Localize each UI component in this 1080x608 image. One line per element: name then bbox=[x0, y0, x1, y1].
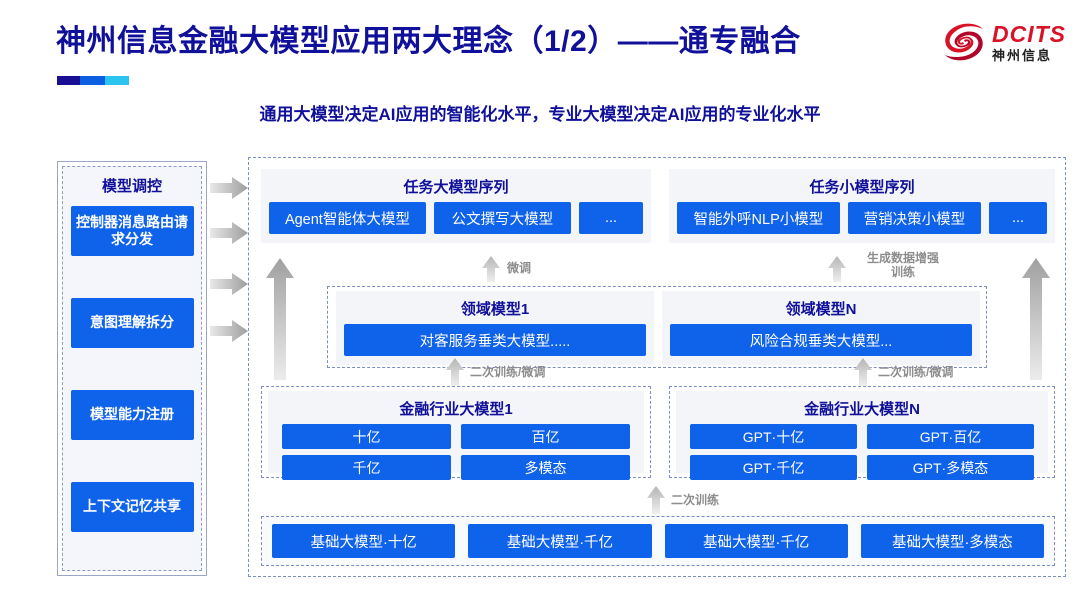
control-item-context[interactable]: 上下文记忆共享 bbox=[70, 482, 194, 532]
flow-arrow-up-finetune bbox=[481, 256, 501, 282]
arrow-label-retrain-finetune-right: 二次训练/微调 bbox=[878, 365, 954, 379]
task-big-model-title: 任务大模型序列 bbox=[403, 179, 509, 196]
base-model-container: 基础大模型·十亿 基础大模型·千亿 基础大模型·千亿 基础大模型·多模态 bbox=[261, 516, 1055, 566]
domain-model-n-panel: 领域模型N 风险合规垂类大模型... bbox=[662, 291, 980, 365]
logo-text-en: DCITS bbox=[992, 20, 1066, 47]
task-big-model-panel: 任务大模型序列 Agent智能体大模型 公文撰写大模型 ... bbox=[261, 169, 651, 243]
accent-seg-3 bbox=[104, 76, 129, 85]
arrow-label-gen-data-aug-text: 生成数据增强 训练 bbox=[866, 251, 939, 280]
domain-model-n-bar[interactable]: 风险合规垂类大模型... bbox=[670, 324, 972, 356]
task-big-model-chips: Agent智能体大模型 公文撰写大模型 ... bbox=[261, 202, 651, 243]
industry-model-n-grid: GPT·十亿 GPT·百亿 GPT·千亿 GPT·多模态 bbox=[676, 424, 1048, 480]
architecture-container: 任务大模型序列 Agent智能体大模型 公文撰写大模型 ... 任务小模型序列 … bbox=[248, 157, 1066, 577]
task-small-model-chips: 智能外呼NLP小模型 营销决策小模型 ... bbox=[669, 202, 1055, 243]
arrow-label-finetune: 微调 bbox=[507, 261, 532, 275]
flow-arrow-up-retrain-right bbox=[853, 358, 873, 386]
control-item-registry[interactable]: 模型能力注册 bbox=[70, 390, 194, 440]
flow-arrow-up-retrain-left bbox=[445, 358, 465, 386]
task-big-chip-agent[interactable]: Agent智能体大模型 bbox=[269, 202, 426, 234]
task-small-chip-more[interactable]: ... bbox=[989, 202, 1047, 234]
industry-1-cell-multimodal[interactable]: 多模态 bbox=[461, 455, 630, 480]
industry-n-cell-gpt-shiyi[interactable]: GPT·十亿 bbox=[690, 424, 857, 449]
task-big-chip-more[interactable]: ... bbox=[579, 202, 643, 234]
control-panel: 模型调控 控制器消息路由请求分发 意图理解拆分 模型能力注册 上下文记忆共享 bbox=[57, 161, 207, 576]
control-item-intent[interactable]: 意图理解拆分 bbox=[70, 298, 194, 348]
page-subtitle: 通用大模型决定AI应用的智能化水平，专业大模型决定AI应用的专业化水平 bbox=[259, 105, 821, 124]
logo-text-cn: 神州信息 bbox=[992, 47, 1053, 63]
flow-arrow-up-right-tall bbox=[1021, 258, 1051, 380]
domain-model-1-bar[interactable]: 对客服务垂类大模型..... bbox=[344, 324, 646, 356]
domain-model-1-panel: 领域模型1 对客服务垂类大模型..... bbox=[336, 291, 654, 365]
swirl-logo-icon bbox=[942, 20, 986, 64]
accent-seg-1 bbox=[57, 76, 81, 85]
flow-arrow-right-1 bbox=[210, 177, 248, 199]
industry-model-1-panel: 金融行业大模型1 十亿 百亿 千亿 多模态 bbox=[268, 391, 644, 480]
page-title: 神州信息金融大模型应用两大理念（1/2）——通专融合 bbox=[56, 25, 801, 58]
flow-arrow-up-retrain-base bbox=[646, 486, 666, 514]
industry-n-cell-gpt-qianyi[interactable]: GPT·千亿 bbox=[690, 455, 857, 480]
industry-model-n-container: 金融行业大模型N GPT·十亿 GPT·百亿 GPT·千亿 GPT·多模态 bbox=[669, 386, 1055, 480]
base-chip-shiyi[interactable]: 基础大模型·十亿 bbox=[272, 524, 456, 558]
logo-text: DCITS 神州信息 bbox=[992, 20, 1066, 63]
industry-n-cell-gpt-multimodal[interactable]: GPT·多模态 bbox=[867, 455, 1034, 480]
flow-arrow-right-3 bbox=[210, 273, 248, 295]
industry-1-cell-baiyi[interactable]: 百亿 bbox=[461, 424, 630, 449]
base-chip-qianyi-1[interactable]: 基础大模型·千亿 bbox=[468, 524, 652, 558]
domain-model-n-title: 领域模型N bbox=[785, 301, 857, 318]
domain-model-container: 领域模型1 对客服务垂类大模型..... 领域模型N 风险合规垂类大模型... bbox=[327, 286, 987, 368]
flow-arrow-up-gen-data bbox=[827, 256, 847, 282]
control-panel-title: 模型调控 bbox=[101, 178, 162, 195]
industry-model-1-grid: 十亿 百亿 千亿 多模态 bbox=[268, 424, 644, 480]
industry-model-n-panel: 金融行业大模型N GPT·十亿 GPT·百亿 GPT·千亿 GPT·多模态 bbox=[676, 391, 1048, 480]
industry-n-cell-gpt-baiyi[interactable]: GPT·百亿 bbox=[867, 424, 1034, 449]
arrow-label-gen-data-aug: 生成数据增强 训练 bbox=[853, 251, 953, 280]
accent-bar bbox=[57, 76, 129, 85]
control-item-router[interactable]: 控制器消息路由请求分发 bbox=[70, 206, 194, 256]
task-small-model-title: 任务小模型序列 bbox=[809, 179, 915, 196]
task-big-chip-doc[interactable]: 公文撰写大模型 bbox=[433, 202, 571, 234]
arrow-label-retrain-finetune-left: 二次训练/微调 bbox=[470, 365, 546, 379]
base-chip-qianyi-2[interactable]: 基础大模型·千亿 bbox=[664, 524, 848, 558]
task-small-chip-nlp[interactable]: 智能外呼NLP小模型 bbox=[677, 202, 840, 234]
flow-arrow-up-left-tall bbox=[265, 258, 295, 380]
accent-seg-2 bbox=[80, 76, 105, 85]
task-small-chip-marketing[interactable]: 营销决策小模型 bbox=[847, 202, 981, 234]
domain-model-1-title: 领域模型1 bbox=[460, 301, 530, 318]
brand-logo: DCITS 神州信息 bbox=[942, 20, 1066, 64]
flow-arrow-right-2 bbox=[210, 222, 248, 244]
control-panel-inner: 模型调控 控制器消息路由请求分发 意图理解拆分 模型能力注册 上下文记忆共享 bbox=[62, 166, 202, 571]
industry-1-cell-qianyi[interactable]: 千亿 bbox=[282, 455, 451, 480]
task-small-model-panel: 任务小模型序列 智能外呼NLP小模型 营销决策小模型 ... bbox=[669, 169, 1055, 243]
flow-arrow-right-4 bbox=[210, 320, 248, 342]
industry-model-1-title: 金融行业大模型1 bbox=[399, 401, 513, 418]
industry-1-cell-shiyi[interactable]: 十亿 bbox=[282, 424, 451, 449]
base-chip-multimodal[interactable]: 基础大模型·多模态 bbox=[860, 524, 1044, 558]
arrow-label-retrain: 二次训练 bbox=[671, 493, 720, 507]
industry-model-n-title: 金融行业大模型N bbox=[804, 401, 920, 418]
industry-model-1-container: 金融行业大模型1 十亿 百亿 千亿 多模态 bbox=[261, 386, 651, 480]
